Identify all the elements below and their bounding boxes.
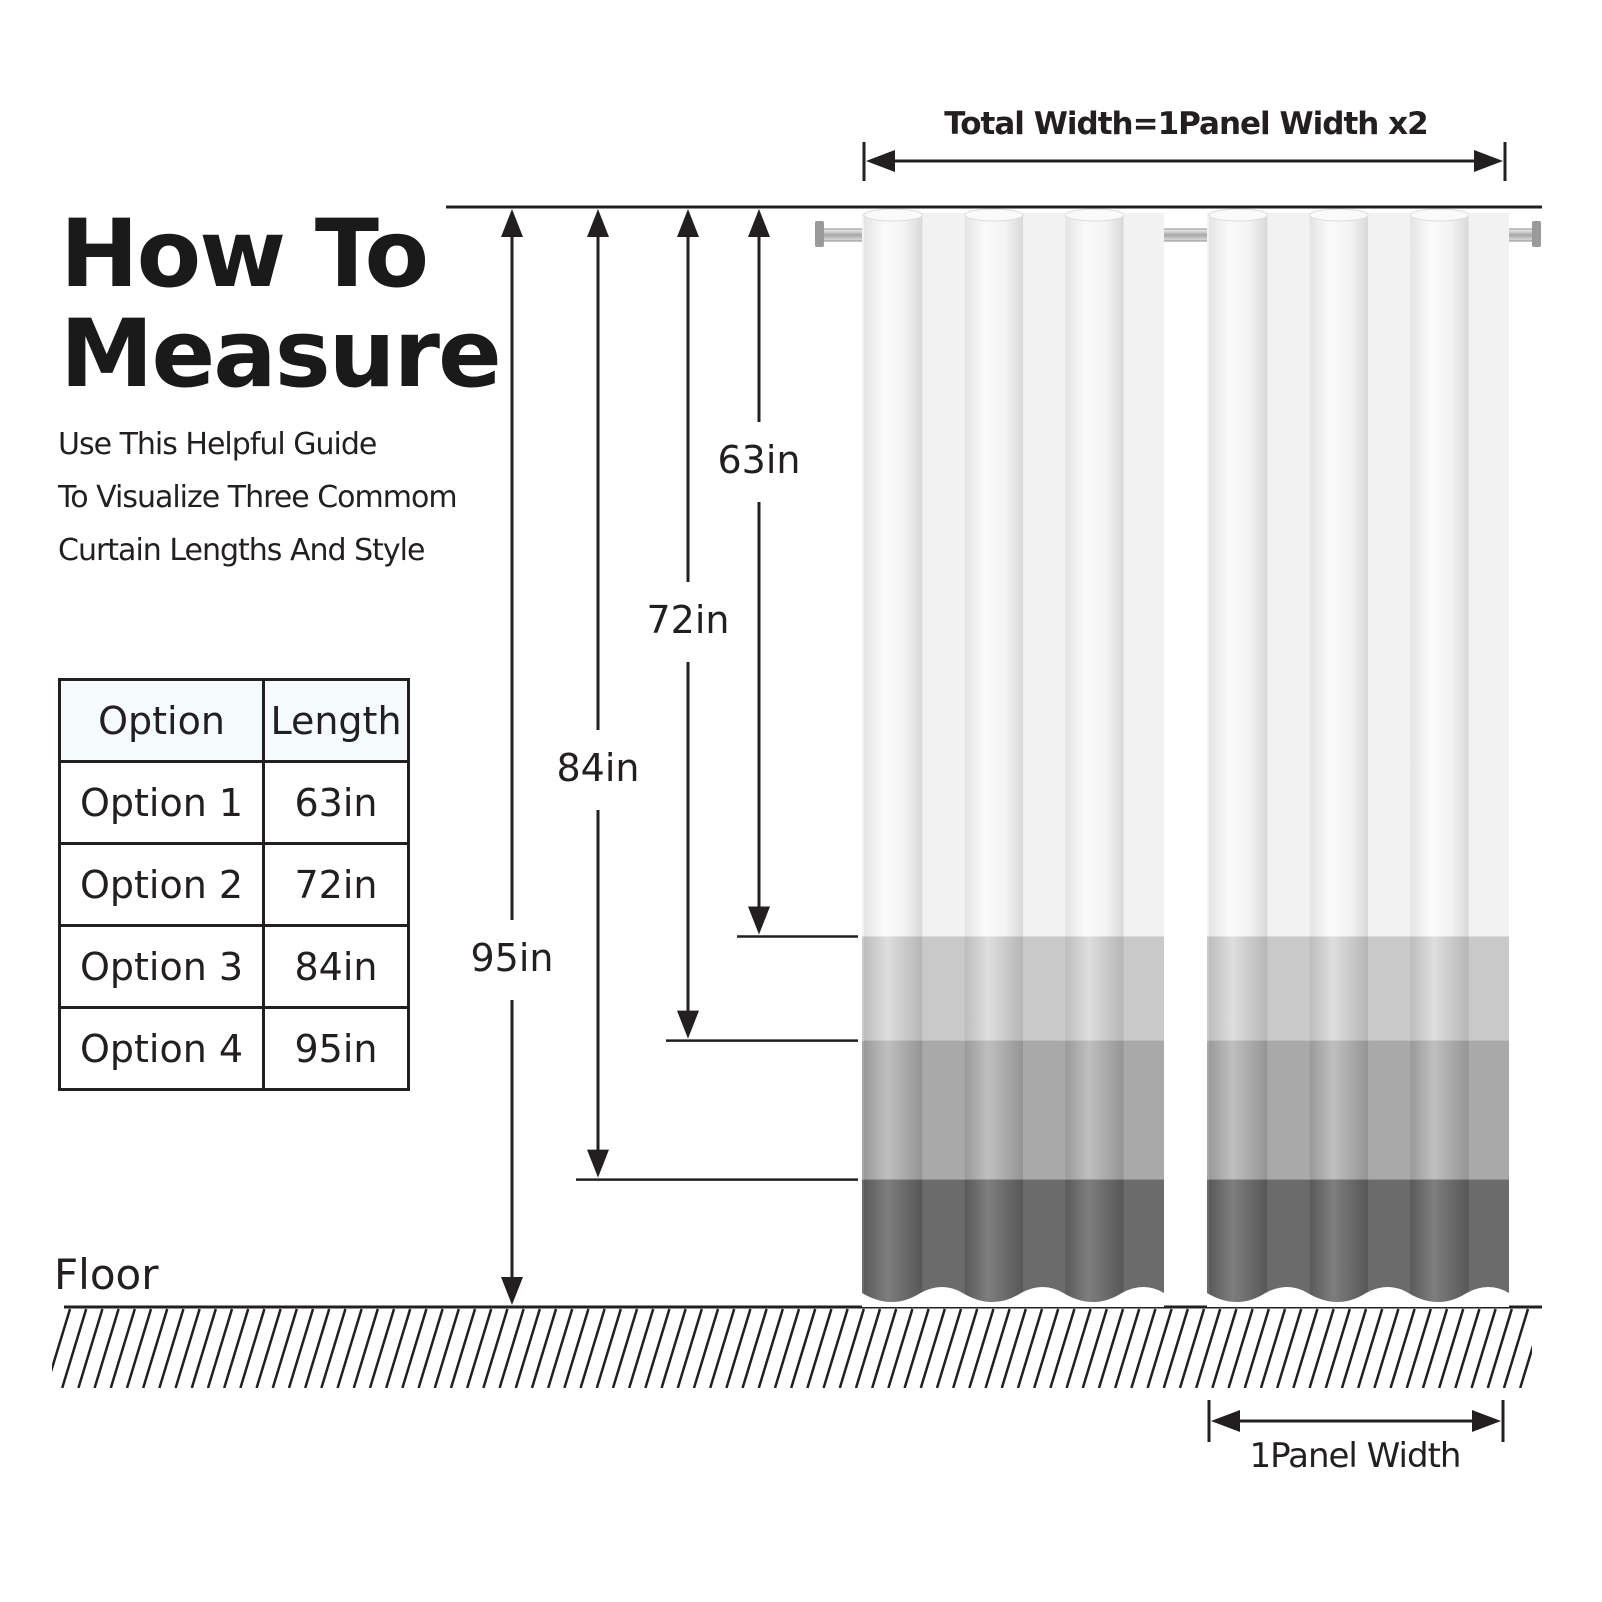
description-line-1: Use This Helpful Guide <box>58 427 377 462</box>
arrow-m95 <box>501 209 523 1305</box>
panel-width-dimension <box>1207 1400 1505 1442</box>
arrow-m72 <box>666 209 858 1042</box>
title-line-1: How To <box>60 200 429 309</box>
option-cell: Option 3 <box>58 924 265 1009</box>
length-label-72: 72in <box>644 596 732 644</box>
curtain-panel-right <box>1207 208 1509 1307</box>
curtain-panel-left <box>862 208 1164 1307</box>
panel-width-label: 1Panel Width <box>1249 1436 1462 1476</box>
option-cell: Option 1 <box>58 760 265 845</box>
length-label-84: 84in <box>554 744 642 792</box>
arrow-m63 <box>737 209 858 938</box>
title-line-2: Measure <box>60 300 502 409</box>
length-cell: 63in <box>262 760 410 845</box>
header-option: Option <box>58 678 265 763</box>
arrow-m84 <box>576 209 858 1181</box>
curtain-panels <box>862 208 1509 1307</box>
floor-hatching <box>52 1308 1532 1388</box>
page-title: How To Measure <box>60 200 502 409</box>
total-width-label: Total Width=1Panel Width x2 <box>944 106 1429 142</box>
floor-label: Floor <box>54 1250 159 1299</box>
length-label-95: 95in <box>468 934 556 982</box>
length-options-table: Option Length Option 1 63in Option 2 72i… <box>58 678 410 1091</box>
header-length: Length <box>262 678 410 763</box>
table-header-row: Option Length <box>58 678 410 763</box>
table-row: Option 2 72in <box>58 842 410 927</box>
length-cell: 84in <box>262 924 410 1009</box>
option-cell: Option 2 <box>58 842 265 927</box>
option-cell: Option 4 <box>58 1006 265 1091</box>
description-line-2: To Visualize Three Commom <box>58 480 458 515</box>
table-row: Option 1 63in <box>58 760 410 845</box>
length-cell: 72in <box>262 842 410 927</box>
length-arrows <box>501 209 858 1305</box>
length-label-63: 63in <box>715 436 803 484</box>
guide-description: Use This Helpful Guide To Visualize Thre… <box>58 418 458 577</box>
description-line-3: Curtain Lengths And Style <box>58 533 425 568</box>
total-width-dimension <box>862 142 1507 181</box>
length-cell: 95in <box>262 1006 410 1091</box>
table-row: Option 4 95in <box>58 1006 410 1091</box>
table-row: Option 3 84in <box>58 924 410 1009</box>
